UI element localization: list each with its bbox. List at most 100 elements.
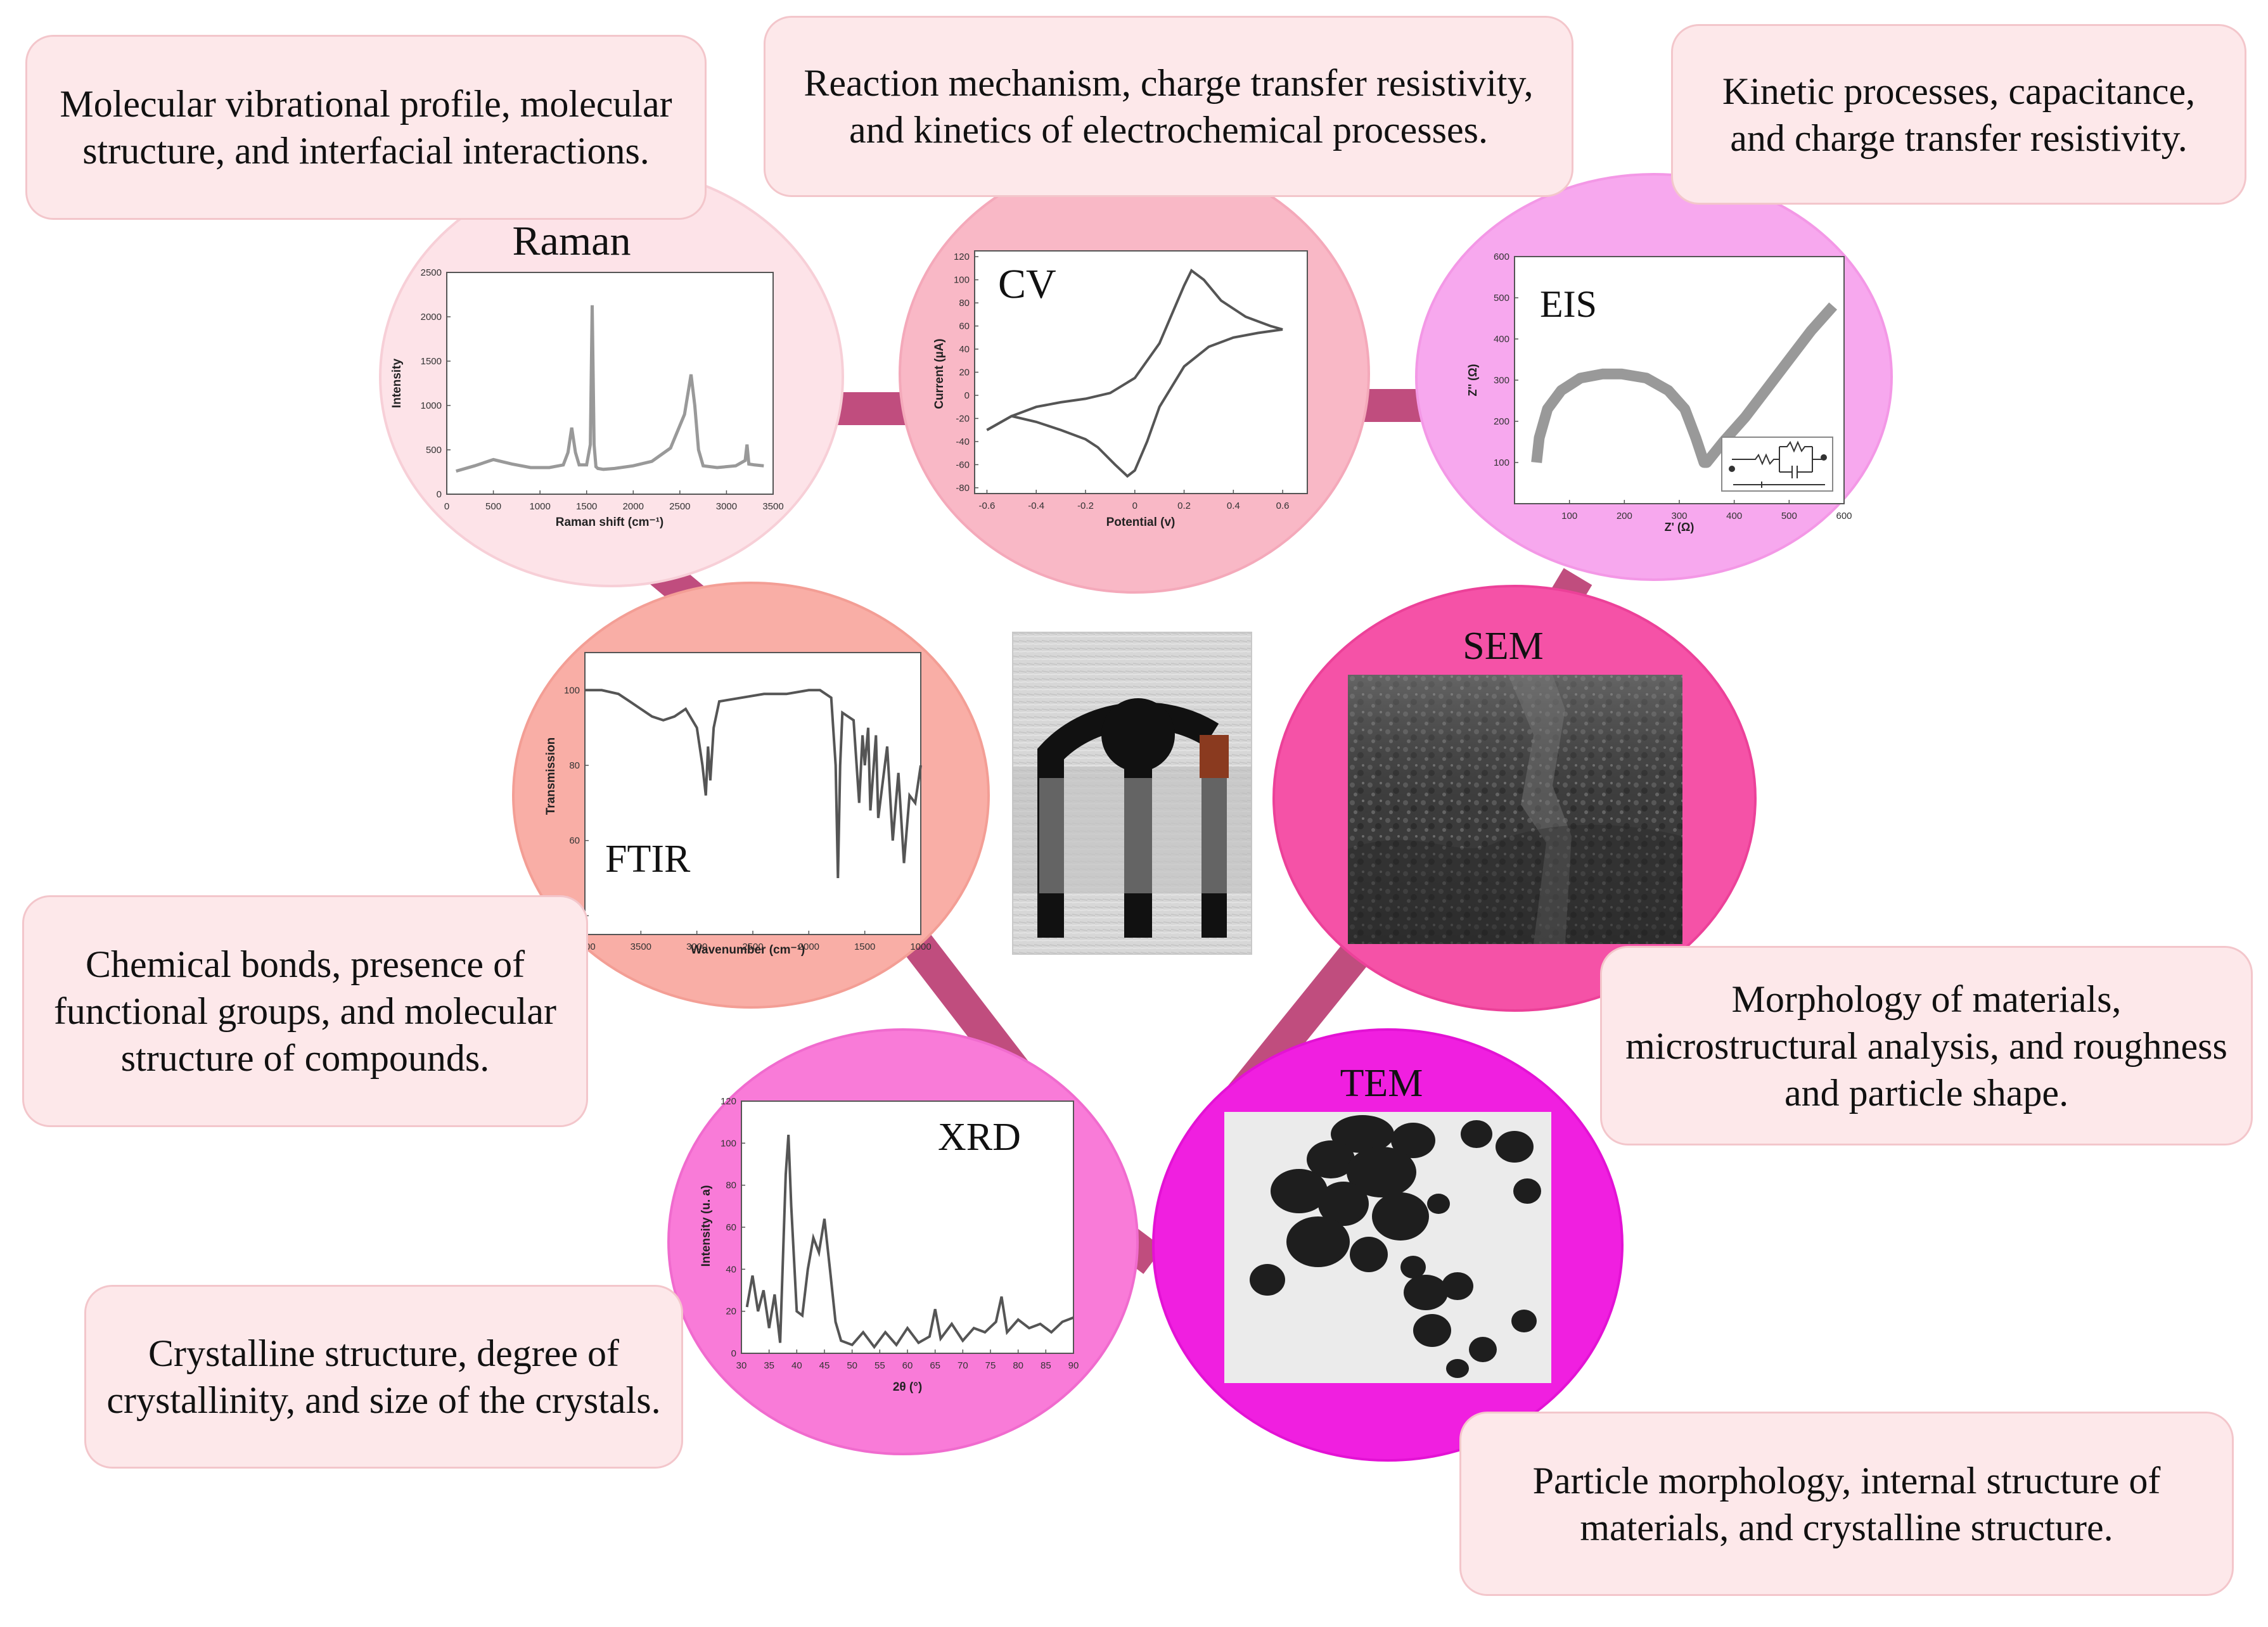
cv-y-tick-label: -80 bbox=[956, 483, 970, 494]
eis-y-tick-label: 500 bbox=[1494, 293, 1509, 303]
eis-y-tick-label: 600 bbox=[1494, 252, 1509, 262]
eis-x-tick-label: 600 bbox=[1836, 511, 1852, 521]
cv-x-tick-label: -0.2 bbox=[1077, 501, 1094, 511]
xrd-y-tick-label: 20 bbox=[726, 1306, 736, 1317]
eis-ylabel: Z'' (Ω) bbox=[1466, 364, 1479, 397]
raman-title: Raman bbox=[513, 218, 631, 264]
xrd-x-tick-label: 30 bbox=[736, 1360, 747, 1371]
cv-description-box: Reaction mechanism, charge transfer resi… bbox=[764, 16, 1573, 197]
ftir-plot-frame bbox=[584, 652, 921, 935]
tem-description-text: Particle morphology, internal structure … bbox=[1532, 1459, 2161, 1548]
eis-nyquist-line bbox=[1531, 302, 1838, 468]
cv-ylabel: Current (µA) bbox=[933, 338, 946, 409]
eis-description-box: Kinetic processes, capacitance, and char… bbox=[1671, 24, 2246, 205]
tem-micrograph-image: TEM bbox=[1224, 1062, 1551, 1383]
eis-xlabel: Z' (Ω) bbox=[1665, 521, 1695, 533]
screen-printed-electrode-image bbox=[1012, 632, 1252, 955]
cv-title: CV bbox=[998, 261, 1056, 307]
ftir-chart: 4000350030002500200015001000406080100 FT… bbox=[544, 652, 932, 957]
cv-y-tick-label: 120 bbox=[954, 252, 970, 262]
xrd-description-box: Crystalline structure, degree of crystal… bbox=[84, 1285, 683, 1469]
xrd-x-tick-label: 65 bbox=[930, 1360, 940, 1371]
cv-x-tick-label: 0 bbox=[1132, 501, 1137, 511]
ftir-y-tick-label: 100 bbox=[564, 685, 580, 696]
eis-description-text: Kinetic processes, capacitance, and char… bbox=[1722, 70, 2196, 159]
cv-x-tick-label: -0.6 bbox=[979, 501, 996, 511]
ftir-spectrum-line bbox=[585, 689, 922, 879]
ftir-x-tick-label: 1500 bbox=[854, 941, 875, 952]
cv-y-tick-label: -60 bbox=[956, 459, 970, 470]
xrd-x-tick-label: 90 bbox=[1068, 1360, 1079, 1371]
xrd-x-tick-label: 85 bbox=[1041, 1360, 1051, 1371]
raman-y-tick-label: 0 bbox=[437, 489, 442, 500]
xrd-x-tick-label: 55 bbox=[875, 1360, 885, 1371]
ftir-y-tick-label: 80 bbox=[569, 760, 580, 771]
eis-y-tick-label: 200 bbox=[1494, 416, 1509, 427]
xrd-x-tick-label: 80 bbox=[1013, 1360, 1023, 1371]
eis-x-tick-label: 100 bbox=[1561, 511, 1577, 521]
cv-y-tick-label: 0 bbox=[964, 390, 970, 401]
raman-x-tick-label: 2500 bbox=[669, 501, 690, 512]
xrd-x-tick-label: 40 bbox=[791, 1360, 802, 1371]
xrd-x-tick-label: 75 bbox=[985, 1360, 996, 1371]
cv-description-text: Reaction mechanism, charge transfer resi… bbox=[804, 62, 1534, 151]
raman-x-tick-label: 2000 bbox=[623, 501, 644, 512]
xrd-y-tick-label: 60 bbox=[726, 1222, 736, 1233]
xrd-y-tick-label: 100 bbox=[721, 1138, 736, 1149]
ftir-ylabel: Transmission bbox=[544, 737, 558, 815]
tem-title: TEM bbox=[1340, 1062, 1423, 1105]
cv-x-tick-label: 0.4 bbox=[1227, 501, 1240, 511]
raman-description-text: Molecular vibrational profile, molecular… bbox=[60, 83, 672, 172]
xrd-x-tick-label: 35 bbox=[764, 1360, 774, 1371]
cv-y-tick-label: 60 bbox=[959, 321, 970, 332]
cv-reverse-scan-line bbox=[986, 328, 1283, 478]
ftir-x-tick-label: 3000 bbox=[686, 941, 707, 952]
raman-spectrum-line bbox=[456, 305, 764, 473]
sem-description-text: Morphology of materials, microstructural… bbox=[1625, 978, 2227, 1114]
eis-x-tick-label: 400 bbox=[1726, 511, 1742, 521]
cv-x-tick-label: 0.2 bbox=[1177, 501, 1191, 511]
tem-description-box: Particle morphology, internal structure … bbox=[1459, 1412, 2234, 1596]
eis-x-tick-label: 200 bbox=[1617, 511, 1632, 521]
ftir-description-box: Chemical bonds, presence of functional g… bbox=[22, 895, 588, 1127]
raman-y-tick-label: 500 bbox=[426, 445, 442, 456]
xrd-y-tick-label: 40 bbox=[726, 1264, 736, 1275]
raman-x-tick-label: 1000 bbox=[529, 501, 550, 512]
raman-x-tick-label: 3500 bbox=[762, 501, 783, 512]
ftir-description-text: Chemical bonds, presence of functional g… bbox=[53, 943, 557, 1079]
raman-plot-frame bbox=[446, 272, 774, 495]
eis-y-tick-label: 400 bbox=[1494, 334, 1509, 345]
cv-x-tick-label: 0.6 bbox=[1276, 501, 1290, 511]
ftir-x-tick-label: 3500 bbox=[631, 941, 651, 952]
xrd-ylabel: Intensity (u. a) bbox=[700, 1185, 713, 1267]
xrd-x-tick-label: 45 bbox=[819, 1360, 830, 1371]
cv-x-tick-label: -0.4 bbox=[1028, 501, 1044, 511]
raman-x-tick-label: 3000 bbox=[716, 501, 737, 512]
eis-title: EIS bbox=[1540, 283, 1597, 325]
cv-xlabel: Potential (v) bbox=[1106, 516, 1176, 529]
eis-y-tick-label: 300 bbox=[1494, 375, 1509, 386]
equivalent-circuit-icon bbox=[1721, 437, 1833, 492]
xrd-description-text: Crystalline structure, degree of crystal… bbox=[106, 1332, 661, 1421]
xrd-x-tick-label: 70 bbox=[958, 1360, 968, 1371]
cv-y-tick-label: 80 bbox=[959, 298, 970, 309]
eis-x-tick-label: 500 bbox=[1781, 511, 1797, 521]
ftir-x-tick-label: 1000 bbox=[910, 941, 931, 952]
sem-description-box: Morphology of materials, microstructural… bbox=[1600, 946, 2253, 1145]
cv-y-tick-label: 20 bbox=[959, 367, 970, 378]
cv-y-tick-label: -20 bbox=[956, 413, 970, 424]
ftir-title: FTIR bbox=[605, 838, 691, 881]
xrd-y-tick-label: 0 bbox=[731, 1348, 736, 1359]
raman-x-tick-label: 1500 bbox=[576, 501, 597, 512]
raman-xlabel: Raman shift (cm⁻¹) bbox=[556, 516, 664, 529]
raman-ylabel: Intensity bbox=[390, 359, 404, 409]
xrd-title: XRD bbox=[938, 1116, 1021, 1159]
xrd-pattern-line bbox=[745, 1134, 1074, 1349]
ftir-xlabel: Wavenumber (cm⁻¹) bbox=[691, 943, 805, 957]
cv-forward-scan-line bbox=[986, 268, 1283, 431]
eis-x-tick-label: 300 bbox=[1671, 511, 1687, 521]
xrd-y-tick-label: 80 bbox=[726, 1180, 736, 1191]
